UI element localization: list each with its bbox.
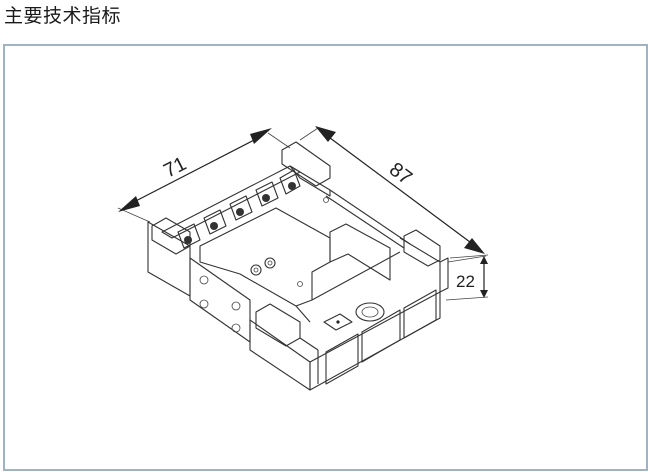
dimension-71: 71 [117, 128, 291, 223]
dimension-22-label: 22 [456, 272, 475, 291]
section-title: 主要技术指标 [4, 5, 122, 27]
socket-body [147, 141, 449, 391]
dimension-22: 22 [445, 254, 489, 301]
dimension-87-label: 87 [385, 158, 416, 189]
figure-frame [3, 44, 648, 471]
terminal-row [177, 169, 301, 249]
dimension-87: 87 [299, 126, 487, 263]
dimension-71-label: 71 [160, 153, 190, 183]
